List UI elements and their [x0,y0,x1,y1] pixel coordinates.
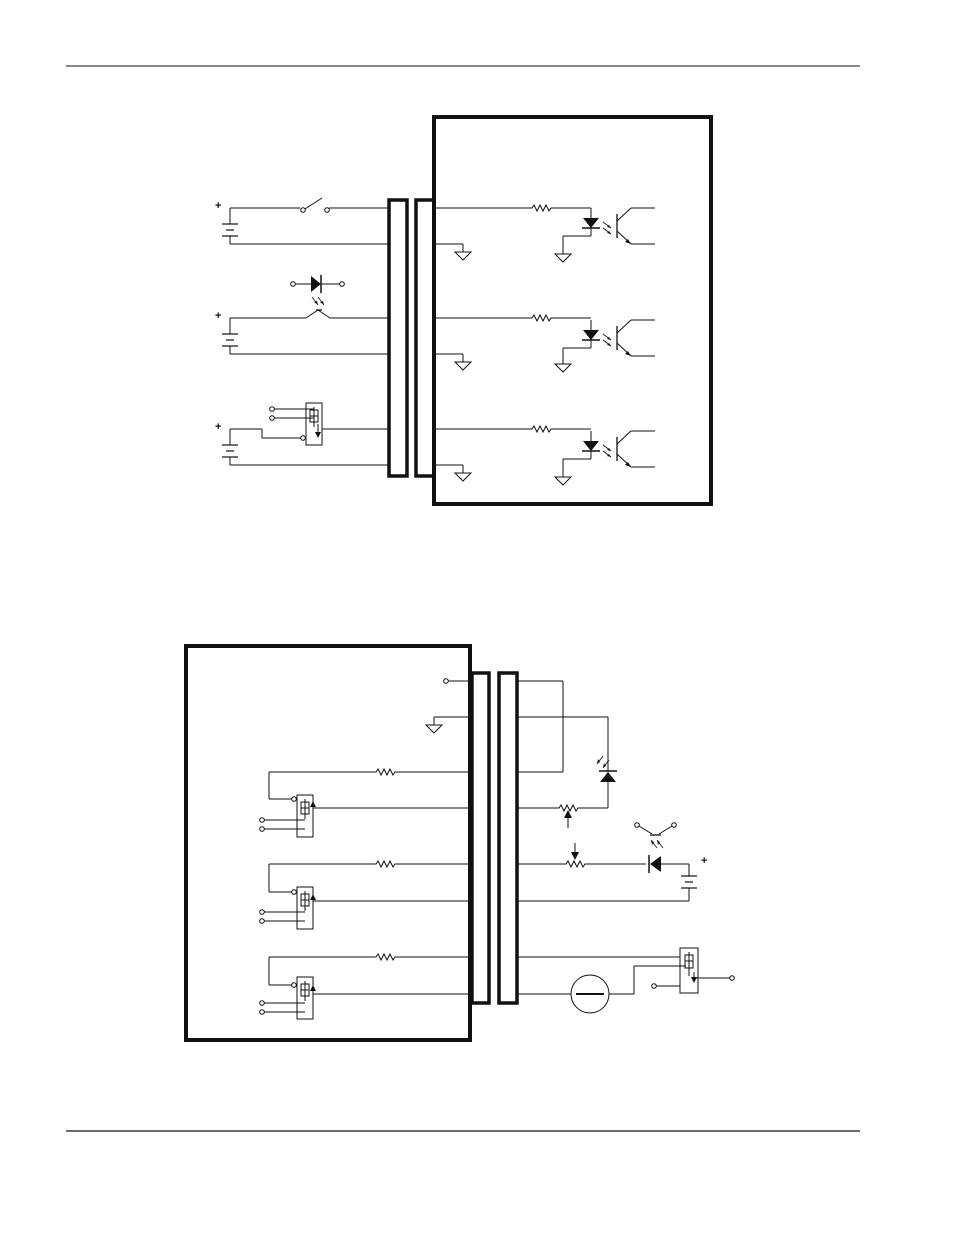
top-channel-3 [221,402,656,486]
top-channel-2 [221,275,656,373]
bottom-output-1 [259,768,470,838]
bottom-output-2 [259,860,470,930]
bottom-module-box [184,644,472,1042]
bottom-connector-right [497,671,519,1005]
bottom-output-3 [259,953,470,1020]
top-channel-1 [221,197,656,263]
top-connector-right [414,198,436,478]
battery-plus-label-1: + [215,200,222,212]
bottom-diagram [184,644,735,1042]
top-diagram [221,115,713,506]
battery-plus-label-2: + [215,310,222,322]
battery-plus-label-3: + [215,421,222,433]
battery-plus-label-4: + [701,855,708,867]
top-module-box [432,115,713,506]
bottom-connector-left [470,671,491,1005]
top-connector-left [387,198,409,478]
